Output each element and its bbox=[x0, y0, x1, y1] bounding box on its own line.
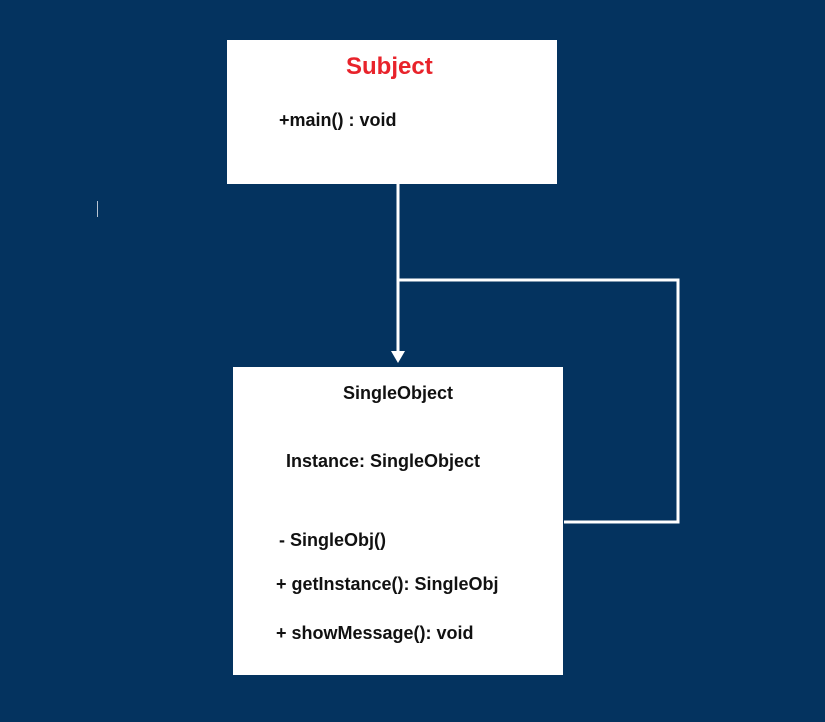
singleobject-method-showmessage: + showMessage(): void bbox=[276, 623, 474, 643]
singleobject-method-constructor: - SingleObj() bbox=[279, 530, 386, 550]
singleobject-attribute: Instance: SingleObject bbox=[286, 451, 481, 471]
subject-class-box[interactable]: Subject +main() : void bbox=[227, 40, 557, 184]
arrowhead-icon bbox=[391, 351, 405, 363]
text-cursor bbox=[97, 201, 98, 217]
subject-method: +main() : void bbox=[279, 110, 397, 130]
singleobject-class-title: SingleObject bbox=[343, 383, 454, 403]
self-association-line bbox=[398, 278, 680, 524]
subject-class-title: Subject bbox=[346, 53, 433, 80]
singleobject-class-box[interactable]: SingleObject Instance: SingleObject - Si… bbox=[233, 367, 563, 675]
singleobject-method-getinstance: + getInstance(): SingleObj bbox=[276, 574, 499, 594]
